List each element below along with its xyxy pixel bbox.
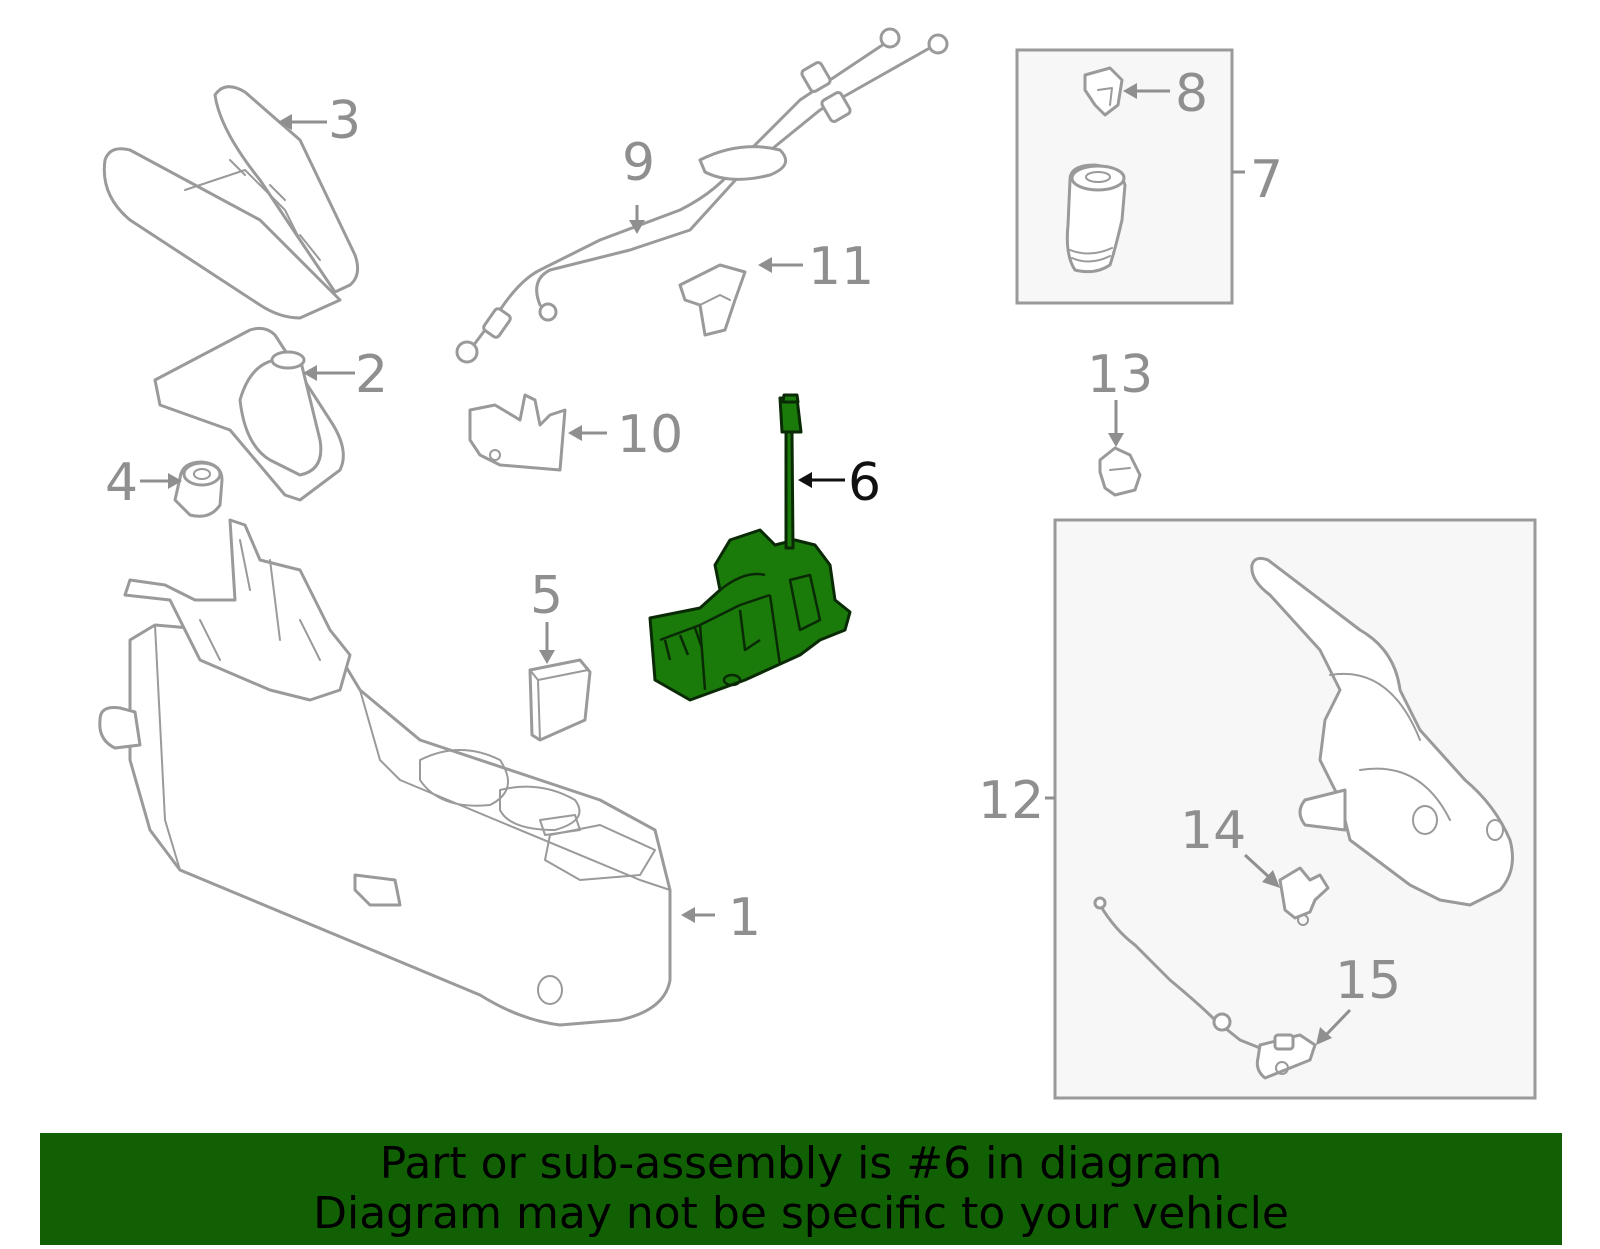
callout-13: 13	[1087, 345, 1153, 405]
callout-1: 1	[728, 888, 761, 948]
banner-line-1: Part or sub-assembly is #6 in diagram	[379, 1138, 1223, 1189]
callout-15: 15	[1335, 951, 1401, 1011]
part-10-bracket[interactable]	[468, 393, 567, 472]
callout-6: 6	[848, 453, 881, 513]
part-9-shift-cables[interactable]	[455, 27, 949, 364]
callout-10: 10	[617, 405, 683, 465]
part-14-clip[interactable]	[1278, 866, 1330, 926]
banner-line-2: Diagram may not be specific to your vehi…	[313, 1188, 1289, 1239]
callout-12: 12	[978, 771, 1044, 831]
callout-11: 11	[808, 237, 874, 297]
callout-4: 4	[105, 453, 138, 513]
callout-5: 5	[530, 566, 563, 626]
callout-arrows	[140, 83, 1352, 1045]
callout-2: 2	[355, 345, 388, 405]
part-15-brake-cable[interactable]	[1093, 896, 1317, 1080]
part-11-bracket[interactable]	[678, 263, 747, 337]
part-5-cover[interactable]	[528, 658, 592, 742]
parts-diagram: 3 2 4 1 5 9 10 11 8 7 13 12 14 15 6	[98, 27, 1537, 1100]
part-1-center-console[interactable]	[98, 518, 672, 1027]
callout-7: 7	[1250, 150, 1283, 210]
part-3-armrest-lid[interactable]	[102, 85, 360, 320]
callout-9: 9	[622, 133, 655, 193]
part-6-shifter-assembly[interactable]	[648, 393, 852, 702]
callout-8: 8	[1175, 64, 1208, 124]
part-7-shift-knob[interactable]	[1065, 163, 1127, 274]
part-13-clip[interactable]	[1098, 446, 1142, 497]
callout-14: 14	[1180, 801, 1246, 861]
info-banner: Part or sub-assembly is #6 in diagram Di…	[40, 1133, 1562, 1245]
part-2-shift-boot-bezel[interactable]	[153, 326, 345, 502]
part-8-clip[interactable]	[1083, 66, 1124, 117]
part-12-parking-brake-lever[interactable]	[1250, 556, 1514, 907]
callout-3: 3	[328, 91, 361, 151]
part-4-bushing[interactable]	[173, 460, 224, 518]
